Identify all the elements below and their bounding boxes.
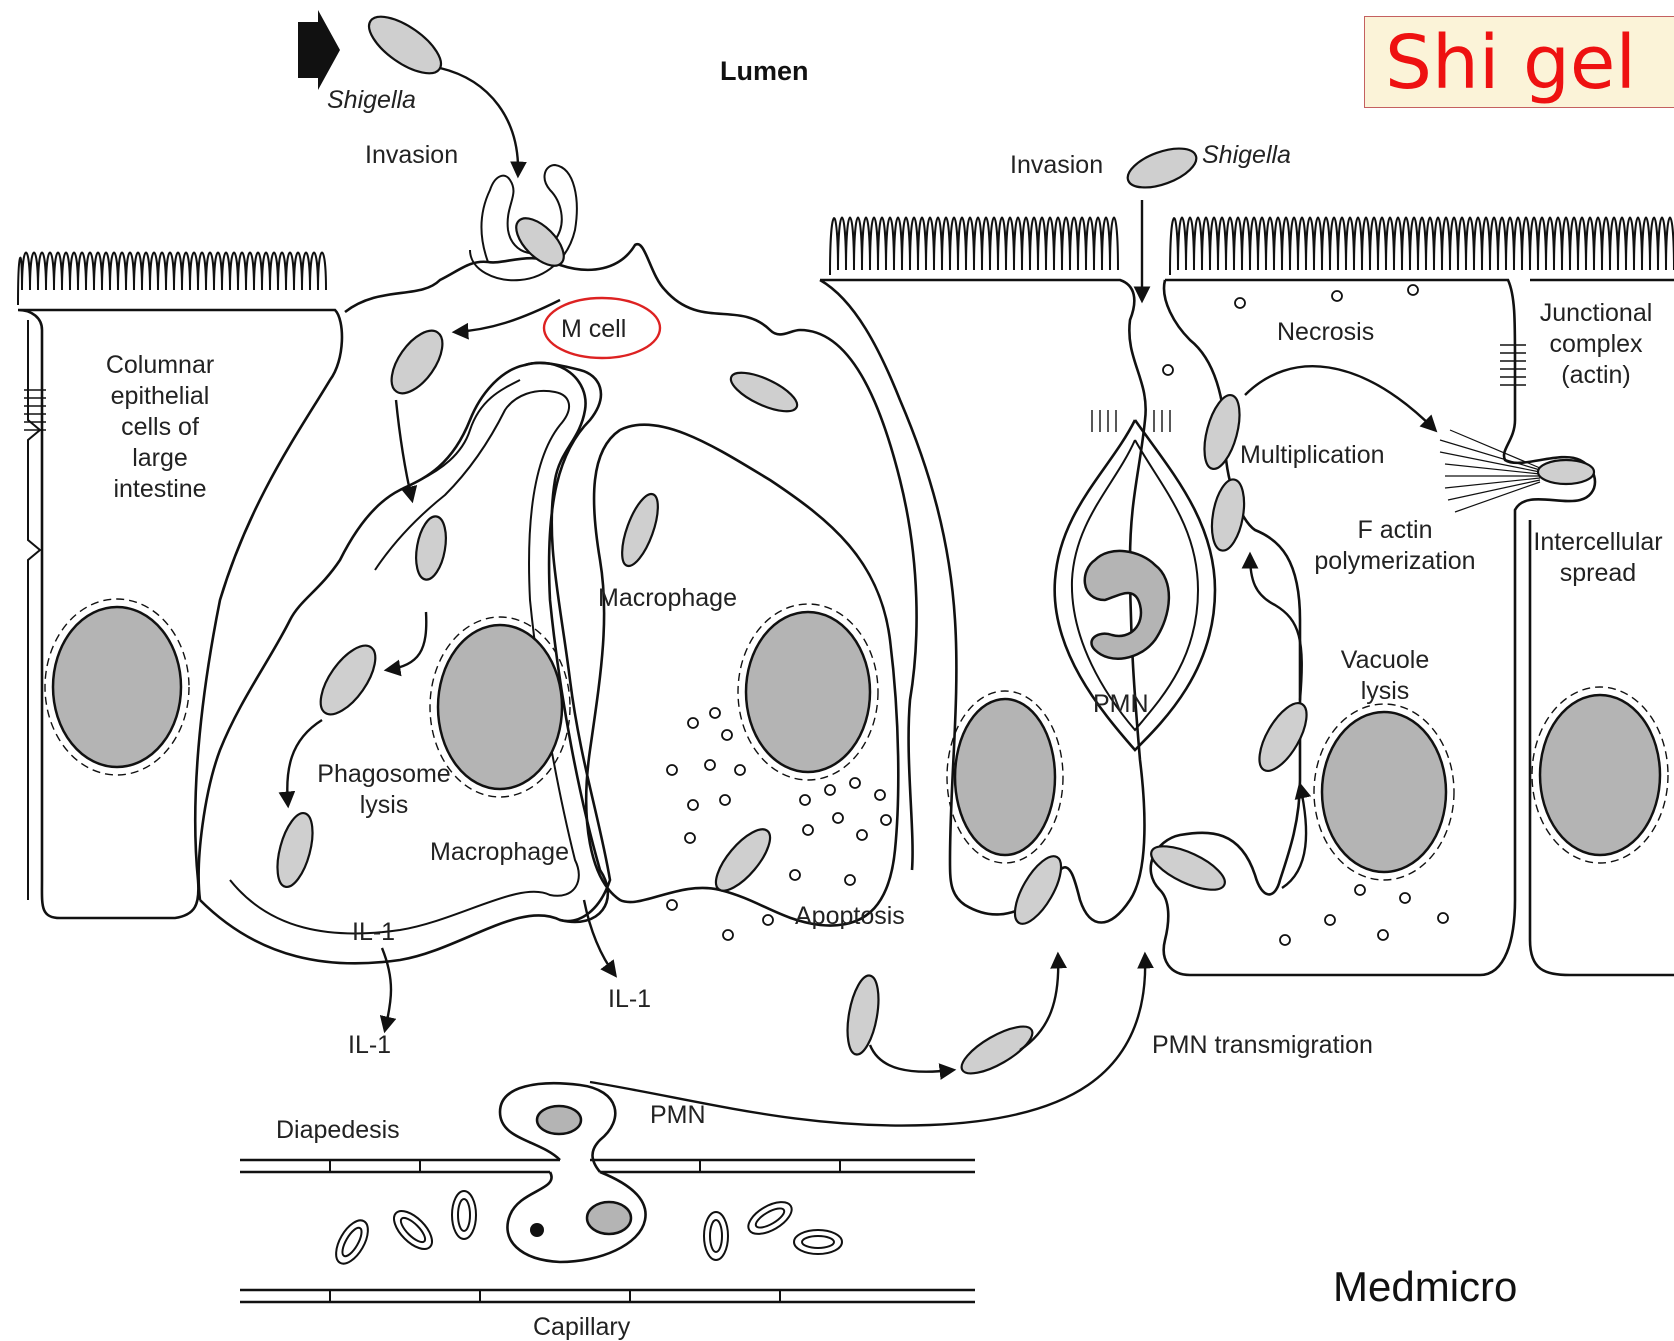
label-diapedesis: Diapedesis (276, 1116, 400, 1144)
label-macrophage-left: Macrophage (430, 838, 569, 866)
label-junctional-complex: Junctional complex (actin) (1540, 299, 1653, 389)
label-shigella-right: Shigella (1202, 141, 1291, 169)
microvilli-middle (830, 218, 1118, 276)
label-vacuole-lysis: Vacuole lysis (1341, 646, 1430, 705)
nucleus-macrophage-center (746, 612, 870, 772)
label-capillary: Capillary (533, 1313, 631, 1341)
page-title: Shi gel (1385, 19, 1636, 107)
label-pmn-tissue: PMN (1093, 690, 1149, 718)
nucleus-epithelial-right (1322, 712, 1446, 872)
cell-border-left-edge (28, 320, 40, 900)
title-box: Shi gel (1364, 16, 1674, 108)
shigella-bacteria (271, 6, 1594, 1082)
pmn-nucleus (1085, 551, 1169, 659)
svg-text:(actin): (actin) (1561, 361, 1630, 389)
pmn-diapedesis-nucleus (537, 1106, 581, 1134)
label-pmn-capillary: PMN (650, 1101, 706, 1129)
svg-text:lysis: lysis (1361, 677, 1410, 705)
svg-text:polymerization: polymerization (1314, 547, 1475, 575)
arrow-necrosis-to-junction (1245, 366, 1435, 430)
actin-tail (1440, 430, 1540, 512)
label-il1-c: IL-1 (348, 1031, 391, 1059)
nucleus-far-right (1540, 695, 1660, 855)
svg-text:spread: spread (1560, 559, 1636, 587)
svg-text:Junctional: Junctional (1540, 299, 1653, 327)
arrow-bacteria-out (870, 1045, 953, 1072)
nucleus-epithelial-middle (955, 699, 1055, 855)
svg-text:Vacuole: Vacuole (1341, 646, 1430, 674)
nucleus-macrophage-left (438, 625, 562, 789)
label-lumen: Lumen (720, 56, 809, 86)
label-columnar-epithelial: Columnar epithelial cells of large intes… (106, 351, 214, 503)
microvilli-right (1170, 218, 1674, 276)
red-blood-cells (330, 1191, 842, 1269)
label-multiplication: Multiplication (1240, 441, 1385, 469)
svg-text:Columnar: Columnar (106, 351, 214, 379)
arrow-il1-center (584, 900, 615, 975)
label-apoptosis: Apoptosis (795, 902, 905, 930)
svg-text:intestine: intestine (113, 475, 206, 503)
label-necrosis: Necrosis (1277, 318, 1374, 346)
credit-text: Medmicro (1333, 1263, 1517, 1311)
entry-arrow-icon (298, 10, 340, 90)
svg-text:complex: complex (1549, 330, 1643, 358)
label-il1-b: IL-1 (608, 985, 651, 1013)
label-invasion-left: Invasion (365, 141, 458, 169)
arrow-down-2 (387, 612, 426, 670)
label-pmn-transmigration: PMN transmigration (1152, 1031, 1373, 1059)
svg-text:Phagosome: Phagosome (317, 760, 450, 788)
label-f-actin-polymerization: F actin polymerization (1314, 516, 1475, 575)
pmn-capillary-granule (530, 1223, 544, 1237)
svg-text:large: large (132, 444, 188, 472)
pmn-capillary-nucleus (587, 1202, 631, 1234)
svg-text:epithelial: epithelial (111, 382, 210, 410)
nucleus-left (53, 607, 181, 767)
microvilli-left (18, 253, 326, 306)
label-macrophage-center: Macrophage (598, 584, 737, 612)
desmosome-right (1500, 345, 1526, 385)
label-shigella-left: Shigella (327, 86, 416, 114)
label-invasion-right: Invasion (1010, 151, 1103, 179)
label-m-cell: M cell (561, 315, 626, 343)
svg-text:cells of: cells of (121, 413, 199, 441)
svg-text:lysis: lysis (360, 791, 409, 819)
label-il1-a: IL-1 (352, 918, 395, 946)
arrow-down-1 (396, 400, 412, 500)
svg-text:F actin: F actin (1357, 516, 1432, 544)
label-phagosome-lysis: Phagosome lysis (317, 760, 450, 819)
label-intercellular-spread: Intercellular spread (1533, 528, 1662, 587)
svg-text:Intercellular: Intercellular (1533, 528, 1662, 556)
